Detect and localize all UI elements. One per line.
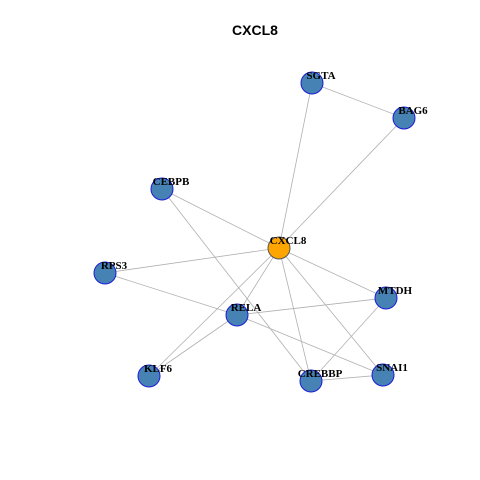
edge-cxcl8-mtdh bbox=[278, 247, 387, 299]
node-label-rps3: RPS3 bbox=[101, 260, 128, 272]
node-label-bag6: BAG6 bbox=[398, 105, 428, 117]
node-circle-bag6 bbox=[392, 106, 416, 130]
node-mtdh: MTDH bbox=[374, 285, 413, 310]
edge-rela-mtdh bbox=[236, 297, 387, 316]
node-circle-klf6 bbox=[137, 364, 161, 388]
node-circle-rps3 bbox=[93, 261, 117, 285]
edge-cxcl8-rps3 bbox=[104, 247, 280, 274]
node-label-cxcl8: CXCL8 bbox=[270, 235, 307, 247]
node-circle-sgta bbox=[300, 71, 324, 95]
node-bag6: BAG6 bbox=[392, 105, 428, 130]
node-sgta: SGTA bbox=[300, 70, 336, 95]
diagram-title: CXCL8 bbox=[232, 22, 278, 38]
node-label-crebbp: CREBBP bbox=[298, 368, 343, 380]
node-klf6: KLF6 bbox=[137, 363, 173, 388]
node-label-snai1: SNAI1 bbox=[376, 362, 408, 374]
node-cebpb: CEBPB bbox=[150, 176, 190, 201]
edge-rela-klf6 bbox=[148, 314, 238, 377]
node-label-cebpb: CEBPB bbox=[153, 176, 190, 188]
edge-sgta-bag6 bbox=[311, 82, 405, 119]
edge-layer bbox=[104, 82, 405, 382]
node-crebbp: CREBBP bbox=[298, 368, 343, 393]
node-snai1: SNAI1 bbox=[371, 362, 408, 387]
node-circle-rela bbox=[225, 303, 249, 327]
edge-mtdh-crebbp bbox=[310, 297, 387, 382]
node-label-rela: RELA bbox=[231, 302, 262, 314]
edge-cxcl8-snai1 bbox=[278, 247, 384, 376]
edge-cebpb-crebbp bbox=[161, 188, 312, 382]
node-circle-cxcl8 bbox=[267, 236, 291, 260]
node-circle-cebpb bbox=[150, 177, 174, 201]
node-circle-crebbp bbox=[299, 369, 323, 393]
edge-cebpb-cxcl8 bbox=[161, 188, 280, 249]
edge-crebbp-snai1 bbox=[310, 374, 384, 382]
node-label-klf6: KLF6 bbox=[144, 363, 173, 375]
edge-cxcl8-rela bbox=[236, 247, 280, 316]
node-rela: RELA bbox=[225, 302, 262, 327]
node-cxcl8: CXCL8 bbox=[267, 235, 307, 260]
node-label-mtdh: MTDH bbox=[378, 285, 413, 297]
node-label-sgta: SGTA bbox=[306, 70, 335, 82]
edge-cxcl8-klf6 bbox=[148, 247, 280, 377]
node-circle-mtdh bbox=[374, 286, 398, 310]
edge-sgta-cxcl8 bbox=[278, 82, 313, 249]
edge-rela-snai1 bbox=[236, 314, 384, 376]
node-rps3: RPS3 bbox=[93, 260, 128, 285]
edge-cxcl8-crebbp bbox=[278, 247, 312, 382]
edge-rps3-rela bbox=[104, 272, 238, 316]
edge-bag6-cxcl8 bbox=[278, 117, 405, 249]
node-circle-snai1 bbox=[371, 363, 395, 387]
